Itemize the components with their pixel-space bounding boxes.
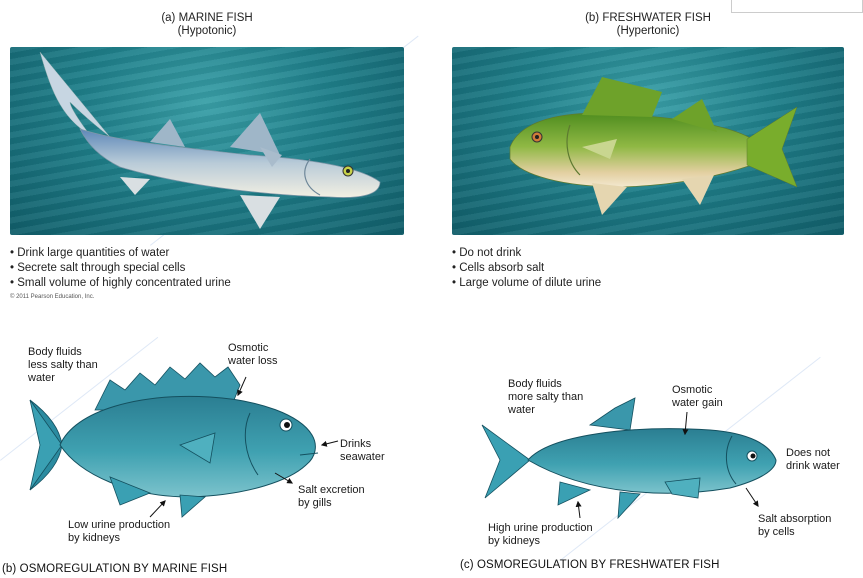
- marine-tail: [40, 52, 110, 137]
- freshwater-no-drink-label: Does not drink water: [786, 447, 840, 473]
- marine-bullet: Small volume of highly concentrated urin…: [10, 276, 231, 291]
- marine-bullet: Drink large quantities of water: [10, 246, 231, 261]
- marine-body: [80, 129, 380, 197]
- freshwater-body-fluids-label: Body fluids more salty than water: [508, 378, 583, 417]
- freshwater-anal-fin: [682, 175, 714, 205]
- freshwater-diagram-pelvic-fin: [618, 492, 640, 518]
- marine-bullet: Secrete salt through special cells: [10, 261, 231, 276]
- copyright-text: © 2011 Pearson Education, Inc.: [10, 294, 94, 300]
- freshwater-tail: [747, 107, 797, 187]
- freshwater-high-urine-label: High urine production by kidneys: [488, 522, 593, 548]
- freshwater-caption: (c) OSMOREGULATION BY FRESHWATER FISH: [460, 559, 720, 571]
- freshwater-bullet: Do not drink: [452, 246, 601, 261]
- marine-fish-photo: [10, 47, 404, 235]
- marine-diagram-pupil: [284, 422, 290, 428]
- high-urine-arrow: [578, 502, 580, 518]
- marine-header: (a) MARINE FISH (Hypotonic): [10, 12, 404, 38]
- freshwater-bullet: Cells absorb salt: [452, 261, 601, 276]
- salt-absorption-arrow: [746, 488, 758, 506]
- freshwater-diagram-anal-fin: [558, 482, 590, 505]
- freshwater-subtitle: (Hypertonic): [452, 25, 844, 38]
- drinks-arrow: [322, 441, 338, 445]
- marine-dorsal-fin: [150, 119, 185, 147]
- freshwater-header: (b) FRESHWATER FISH (Hypertonic): [452, 12, 844, 38]
- marine-dorsal-fin-2: [230, 113, 280, 155]
- marine-body-fluids-label: Body fluids less salty than water: [28, 346, 98, 385]
- marine-low-urine-label: Low urine production by kidneys: [68, 519, 170, 545]
- freshwater-diagram-dorsal-fin: [590, 398, 635, 430]
- freshwater-pelvic-fin: [592, 183, 627, 215]
- marine-anal-fin: [120, 177, 150, 195]
- marine-pelvic-fin: [240, 195, 280, 229]
- freshwater-diagram-tail: [482, 425, 530, 498]
- marine-diagram-tail-fill: [30, 400, 62, 490]
- marine-diagram-pelvic-fin: [180, 495, 205, 517]
- marine-bullet-list: Drink large quantities of water Secrete …: [10, 246, 231, 291]
- marine-subtitle: (Hypotonic): [10, 25, 404, 38]
- freshwater-osmotic-gain-label: Osmotic water gain: [672, 384, 723, 410]
- freshwater-bullet: Large volume of dilute urine: [452, 276, 601, 291]
- freshwater-bullet-list: Do not drink Cells absorb salt Large vol…: [452, 246, 601, 291]
- marine-drinks-label: Drinks seawater: [340, 438, 385, 464]
- freshwater-fish-photo: [452, 47, 844, 235]
- marine-salt-excretion-label: Salt excretion by gills: [298, 484, 365, 510]
- low-urine-arrow: [150, 501, 165, 517]
- marine-fish-illustration: [10, 47, 404, 235]
- freshwater-dorsal-fin: [582, 77, 662, 117]
- marine-pupil: [346, 169, 350, 173]
- freshwater-pupil: [535, 135, 539, 139]
- marine-title: (a) MARINE FISH: [10, 12, 404, 25]
- freshwater-fish-illustration: [452, 47, 844, 235]
- marine-caption: (b) OSMOREGULATION BY MARINE FISH: [2, 563, 227, 575]
- freshwater-title: (b) FRESHWATER FISH: [452, 12, 844, 25]
- freshwater-diagram-pectoral-fin: [665, 478, 700, 498]
- freshwater-salt-absorption-label: Salt absorption by cells: [758, 513, 831, 539]
- freshwater-body: [510, 113, 760, 187]
- marine-osmotic-loss-label: Osmotic water loss: [228, 342, 278, 368]
- freshwater-diagram-pupil: [751, 454, 756, 459]
